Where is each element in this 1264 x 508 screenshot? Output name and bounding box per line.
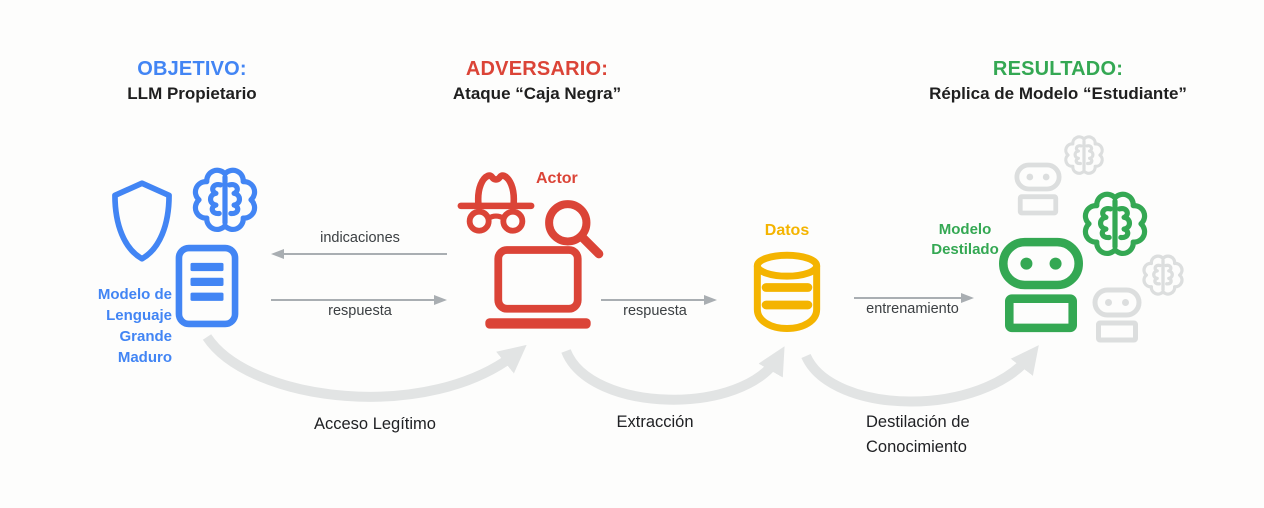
respuesta-right-arrow bbox=[271, 295, 447, 305]
resultado-subtitle: Réplica de Modelo “Estudiante” bbox=[929, 84, 1187, 103]
llm-node-label: Modelo de Lenguaje Grande Maduro bbox=[97, 286, 172, 366]
header-adversario: ADVERSARIO: Ataque “Caja Negra” bbox=[397, 58, 677, 104]
adversario-title: ADVERSARIO: bbox=[465, 58, 609, 80]
datos-node-label: Datos bbox=[764, 222, 810, 239]
acceso-arc bbox=[202, 334, 527, 402]
indicaciones-left-arrow bbox=[271, 249, 447, 259]
entrenamiento-arrow-label: entrenamiento bbox=[866, 301, 959, 317]
indicaciones-arrow-label: indicaciones bbox=[320, 230, 400, 246]
objetivo-title: OBJETIVO: bbox=[137, 58, 247, 80]
adversario-subtitle: Ataque “Caja Negra” bbox=[452, 84, 622, 103]
respuesta1-arrow-label: respuesta bbox=[328, 303, 392, 319]
objetivo-subtitle: LLM Propietario bbox=[127, 84, 257, 103]
actor-node-label: Actor bbox=[536, 170, 578, 187]
destilacion-arc bbox=[801, 345, 1039, 407]
header-resultado: RESULTADO: Réplica de Modelo “Estudiante… bbox=[878, 58, 1238, 104]
respuesta2-right-arrow bbox=[601, 295, 717, 305]
respuesta2-arrow-label: respuesta bbox=[623, 303, 687, 319]
header-objetivo: OBJETIVO: LLM Propietario bbox=[72, 58, 312, 104]
extraccion-flow-label: Extracción bbox=[616, 413, 694, 431]
extraccion-arc bbox=[561, 346, 785, 405]
resultado-title: RESULTADO: bbox=[992, 58, 1124, 80]
destilacion-flow-label: Destilación de Conocimiento bbox=[866, 413, 970, 456]
entrenamiento-right-arrow bbox=[854, 293, 974, 303]
destilado-node-label: Modelo Destilado bbox=[931, 221, 999, 258]
acceso-flow-label: Acceso Legítimo bbox=[314, 415, 436, 433]
